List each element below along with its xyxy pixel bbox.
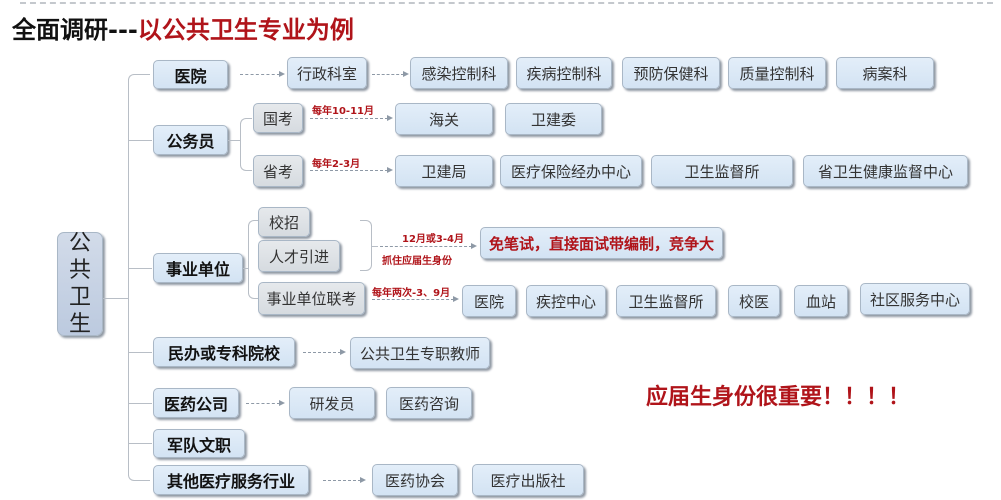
root-char: 生	[68, 312, 91, 337]
root-char: 卫	[68, 285, 91, 310]
page-title: 全面调研---以公共卫生专业为例	[12, 10, 354, 45]
branch-military-civilian[interactable]: 军队文职	[153, 429, 245, 458]
leaf-node[interactable]: 医药协会	[372, 464, 458, 496]
branch-connector	[128, 352, 152, 353]
arrow	[240, 71, 285, 77]
leaf-node[interactable]: 预防保健科	[622, 57, 720, 89]
leaf-node[interactable]: 感染控制科	[410, 57, 508, 89]
leaf-node[interactable]: 质量控制科	[728, 57, 826, 89]
arrow	[246, 400, 285, 406]
leaf-node[interactable]: 校医	[728, 285, 780, 317]
branch-other-medical[interactable]: 其他医疗服务行业	[153, 465, 309, 495]
result-no-written-exam[interactable]: 免笔试，直接面试带编制，竞争大	[480, 227, 723, 259]
sub-bracket	[248, 220, 258, 299]
connector	[243, 268, 248, 269]
right-bracket	[360, 220, 372, 271]
root-char: 共	[68, 258, 91, 283]
arrow	[372, 71, 409, 77]
node-provincial-exam[interactable]: 省考	[253, 155, 303, 187]
timing-note: 每年2-3月	[312, 159, 361, 170]
node-talent-intro[interactable]: 人才引进	[258, 240, 340, 272]
branch-public-institution[interactable]: 事业单位	[153, 253, 243, 283]
title-subject: 以公共卫生专业为例	[137, 16, 354, 44]
leaf-node[interactable]: 卫生监督所	[651, 155, 793, 187]
branch-connector	[128, 140, 152, 141]
root-connector	[103, 298, 128, 299]
branch-civil-servant[interactable]: 公务员	[153, 125, 228, 155]
leaf-node[interactable]: 血站	[794, 285, 848, 317]
leaf-node[interactable]: 卫建委	[505, 103, 602, 135]
node-campus-recruit[interactable]: 校招	[258, 207, 310, 237]
timing-note: 每年10-11月	[312, 106, 374, 117]
node-national-exam[interactable]: 国考	[253, 103, 303, 133]
branch-pharma-company[interactable]: 医药公司	[153, 388, 239, 418]
node-admin-dept[interactable]: 行政科室	[287, 57, 367, 89]
branch-connector	[128, 443, 152, 444]
connector	[228, 140, 240, 141]
arrow	[303, 349, 346, 355]
timing-note: 抓住应届生身份	[382, 256, 452, 267]
root-bracket	[128, 74, 150, 481]
branch-hospital[interactable]: 医院	[153, 60, 228, 89]
branch-connector	[128, 403, 152, 404]
leaf-node[interactable]: 公共卫生专职教师	[350, 337, 490, 369]
leaf-node[interactable]: 省卫生健康监督中心	[803, 155, 968, 187]
arrow	[310, 167, 393, 173]
leaf-node[interactable]: 病案科	[836, 57, 934, 89]
connector	[372, 246, 378, 247]
highlight-note: 应届生身份很重要！！！！	[646, 385, 911, 410]
arrow	[372, 296, 459, 302]
branch-private-college[interactable]: 民办或专科院校	[153, 337, 295, 367]
node-joint-exam[interactable]: 事业单位联考	[258, 282, 365, 315]
root-char: 公	[68, 231, 91, 256]
leaf-node[interactable]: 医疗出版社	[472, 464, 584, 496]
leaf-node[interactable]: 海关	[395, 103, 493, 135]
title-prefix: 全面调研---	[12, 16, 138, 44]
timing-note: 每年两次-3、9月	[372, 288, 451, 299]
leaf-node[interactable]: 卫生监督所	[616, 285, 716, 317]
leaf-node[interactable]: 医院	[462, 285, 516, 317]
leaf-node[interactable]: 研发员	[289, 387, 375, 419]
arrow	[323, 477, 366, 483]
sub-bracket	[240, 118, 252, 171]
leaf-node[interactable]: 疾控中心	[526, 285, 606, 317]
root-node-public-health[interactable]: 公 共 卫 生	[57, 231, 103, 337]
timing-note: 12月或3-4月	[402, 234, 464, 245]
leaf-node[interactable]: 卫建局	[395, 155, 493, 187]
leaf-node[interactable]: 疾病控制科	[516, 57, 612, 89]
leaf-node[interactable]: 医疗保险经办中心	[500, 155, 642, 187]
leaf-node[interactable]: 社区服务中心	[860, 283, 970, 315]
arrow	[310, 115, 393, 121]
leaf-node[interactable]: 医药咨询	[386, 387, 472, 419]
arrow	[380, 243, 477, 249]
top-dashed-divider	[20, 2, 993, 4]
branch-connector	[128, 268, 152, 269]
